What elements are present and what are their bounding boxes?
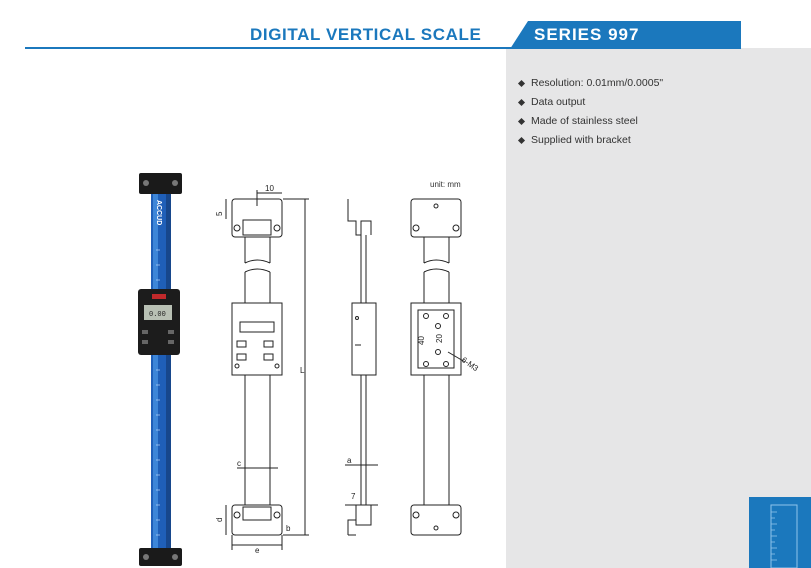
front-view <box>225 190 309 550</box>
header-rule <box>25 47 741 49</box>
dim-label: a <box>347 456 352 465</box>
feature-item: Supplied with bracket <box>517 131 663 150</box>
feature-item: Data output <box>517 93 663 112</box>
unit-label: unit: mm <box>430 180 461 189</box>
dim-label: 7 <box>351 492 356 501</box>
page-title: DIGITAL VERTICAL SCALE <box>250 25 482 44</box>
feature-item: Resolution: 0.01mm/0.0005" <box>517 74 663 93</box>
dim-label: c <box>237 459 241 468</box>
dim-label: d <box>215 518 224 522</box>
display-readout: 0.00 <box>149 311 166 319</box>
dim-label: 5 <box>215 211 224 216</box>
feature-list: Resolution: 0.01mm/0.0005" Data output M… <box>517 74 663 150</box>
dim-label: 6-M3 <box>460 355 481 373</box>
dim-label: 20 <box>435 334 444 343</box>
dim-label: 40 <box>417 336 426 345</box>
brand-label: ACCUD <box>155 200 162 225</box>
ruler-corner-icon <box>749 497 811 568</box>
dim-label: L <box>300 366 305 375</box>
dim-label: 10 <box>265 184 274 193</box>
feature-item: Made of stainless steel <box>517 112 663 131</box>
rear-view <box>410 198 466 536</box>
dim-label: e <box>255 546 260 555</box>
dim-label: b <box>286 524 291 533</box>
product-photo <box>138 173 182 566</box>
side-view <box>345 199 378 536</box>
spec-panel <box>506 48 811 568</box>
series-label: SERIES 997 <box>534 25 640 44</box>
